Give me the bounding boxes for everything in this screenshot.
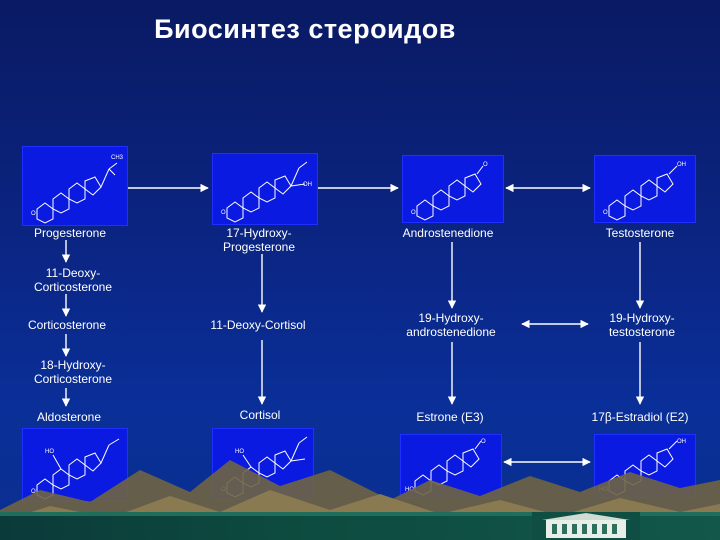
label-18-hydroxy-corticosterone-line1: 18-Hydroxy- <box>40 358 106 372</box>
svg-text:O: O <box>603 210 608 216</box>
svg-text:O: O <box>31 489 36 495</box>
building-logo <box>532 512 640 540</box>
label-17-hydroxy-progesterone-line2: Progesterone <box>222 240 296 254</box>
label-17-hydroxy-progesterone: 17-Hydroxy- Progesterone <box>204 226 314 254</box>
svg-text:HO: HO <box>405 487 414 493</box>
label-testosterone: Testosterone <box>605 226 675 240</box>
label-estradiol-prefix: 17 <box>591 410 605 424</box>
svg-text:HO: HO <box>235 449 244 455</box>
bottom-stripe <box>0 512 720 516</box>
label-18-hydroxy-corticosterone: 18-Hydroxy- Corticosterone <box>18 358 128 386</box>
label-aldosterone: Aldosterone <box>36 410 102 424</box>
svg-text:O: O <box>483 162 488 168</box>
label-19-hydroxy-androstenedione-line2: androstenedione <box>406 325 496 339</box>
testosterone-structure: O OH <box>594 155 696 223</box>
label-19-hydroxy-testosterone-line2: testosterone <box>608 325 676 339</box>
label-11-deoxy-corticosterone-line2: Corticosterone <box>33 280 113 294</box>
progesterone-structure: O CH3 <box>22 146 128 226</box>
label-androstenedione: Androstenedione <box>402 226 494 240</box>
label-cortisol: Cortisol <box>239 408 281 422</box>
label-estradiol-beta: β <box>604 410 612 424</box>
svg-text:OH: OH <box>303 182 312 188</box>
page-title: Биосинтез стероидов <box>154 14 456 44</box>
label-19-hydroxy-androstenedione: 19-Hydroxy- androstenedione <box>396 311 506 339</box>
label-17-hydroxy-progesterone-line1: 17-Hydroxy- <box>226 226 292 240</box>
label-11-deoxy-corticosterone: 11-Deoxy- Corticosterone <box>18 266 128 294</box>
label-estradiol: 17β-Estradiol (E2) <box>580 410 700 424</box>
svg-text:CH3: CH3 <box>111 155 124 161</box>
svg-text:OH: OH <box>677 439 686 445</box>
svg-text:OH: OH <box>677 162 686 168</box>
label-19-hydroxy-testosterone-line1: 19-Hydroxy- <box>609 311 675 325</box>
label-19-hydroxy-androstenedione-line1: 19-Hydroxy- <box>418 311 484 325</box>
svg-text:O: O <box>411 210 416 216</box>
svg-text:O: O <box>481 439 486 445</box>
label-11-deoxy-corticosterone-line1: 11-Deoxy- <box>45 266 101 280</box>
label-11-deoxy-cortisol: 11-Deoxy-Cortisol <box>210 318 306 332</box>
label-19-hydroxy-testosterone: 19-Hydroxy- testosterone <box>590 311 694 339</box>
label-estradiol-suffix: -Estradiol (E2) <box>611 410 689 424</box>
androstenedione-structure: O O <box>402 155 504 223</box>
label-18-hydroxy-corticosterone-line2: Corticosterone <box>33 372 113 386</box>
label-corticosterone: Corticosterone <box>27 318 107 332</box>
label-estrone: Estrone (E3) <box>416 410 484 424</box>
aldosterone-structure: O HO <box>22 428 128 502</box>
svg-text:O: O <box>31 211 36 217</box>
svg-text:HO: HO <box>45 449 54 455</box>
svg-text:O: O <box>221 210 226 216</box>
label-progesterone: Progesterone <box>33 226 107 240</box>
hydroxy-progesterone-structure: O OH <box>212 153 318 225</box>
